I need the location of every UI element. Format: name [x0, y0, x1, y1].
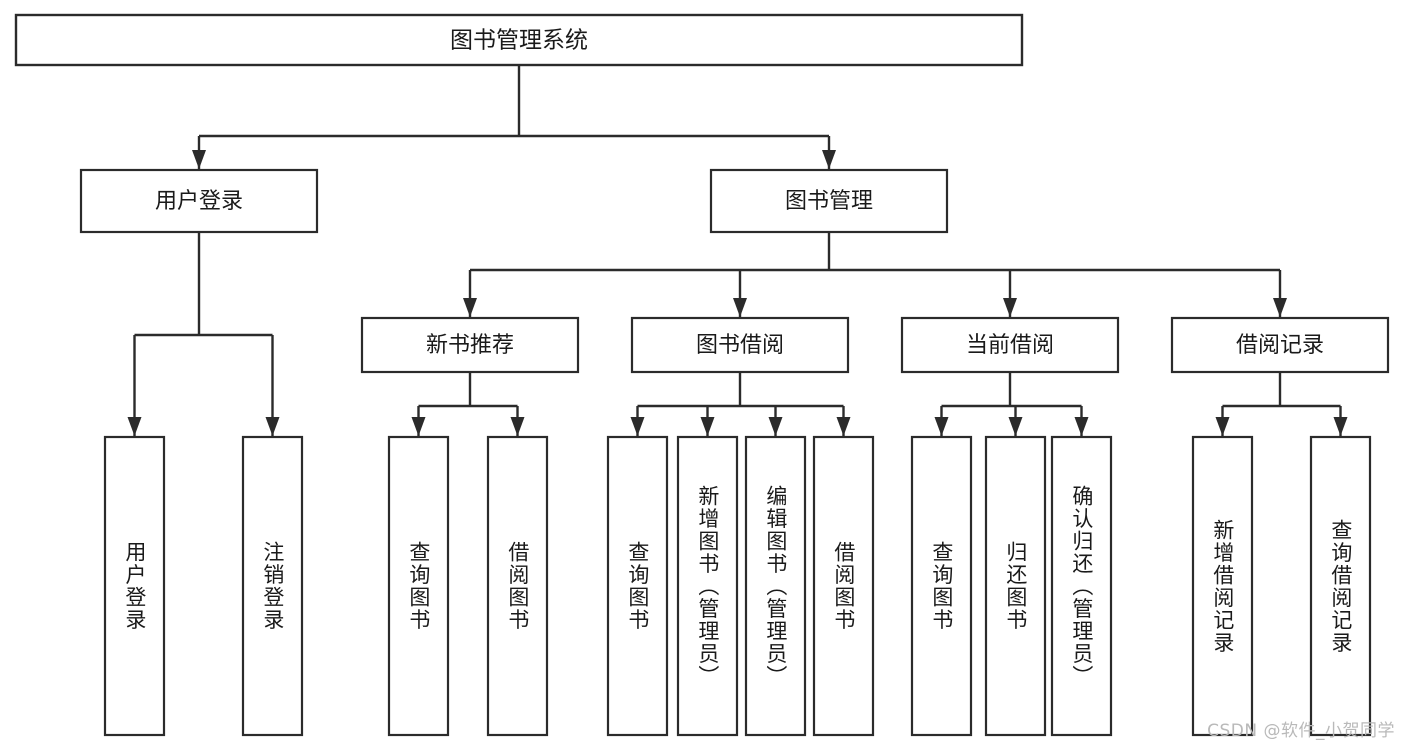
arrow-icon-root-0: [192, 150, 206, 169]
arrow-icon-book-mgmt-2: [1003, 298, 1017, 317]
arrow-icon-l3-1-3: [836, 417, 851, 436]
arrow-icon-l3-2-0: [934, 417, 949, 436]
level3-node-图书借阅[interactable]: [630, 316, 850, 374]
leaf-box-新增借阅记录[interactable]: [1191, 435, 1254, 737]
leaf-box-归还图书[interactable]: [984, 435, 1047, 737]
leaf-box-编辑图书管理员[interactable]: [744, 435, 807, 737]
root-node-图书管理系统[interactable]: [14, 13, 1024, 67]
leaf-box-查询图书[interactable]: [910, 435, 973, 737]
leaf-box-注销登录[interactable]: [241, 435, 304, 737]
leaf-box-借阅图书[interactable]: [812, 435, 875, 737]
level3-node-借阅记录[interactable]: [1170, 316, 1390, 374]
leaf-box-查询图书[interactable]: [606, 435, 669, 737]
level3-node-label-图书借阅: 图书借阅: [696, 333, 784, 358]
arrow-icon-l3-1-0: [630, 417, 645, 436]
arrow-icon-l3-2-1: [1008, 417, 1023, 436]
level2-node-label-图书管理: 图书管理: [785, 189, 873, 214]
level2-node-图书管理[interactable]: [709, 168, 949, 234]
arrow-icon-l3-0-1: [510, 417, 525, 436]
level2-node-label-用户登录: 用户登录: [155, 189, 243, 214]
arrow-icon-book-mgmt-0: [463, 298, 477, 317]
arrow-icon-root-1: [822, 150, 836, 169]
leaf-box-确认归还管理员[interactable]: [1050, 435, 1113, 737]
level2-node-用户登录[interactable]: [79, 168, 319, 234]
level3-node-label-当前借阅: 当前借阅: [966, 333, 1054, 358]
arrow-icon-l3-1-1: [700, 417, 715, 436]
arrow-icon-l3-3-1: [1333, 417, 1348, 436]
root-node-label-图书管理系统: 图书管理系统: [450, 28, 588, 54]
leaf-box-用户登录[interactable]: [103, 435, 166, 737]
leaf-box-查询借阅记录[interactable]: [1309, 435, 1372, 737]
leaf-box-借阅图书[interactable]: [486, 435, 549, 737]
leaf-box-查询图书[interactable]: [387, 435, 450, 737]
level3-node-label-新书推荐: 新书推荐: [426, 333, 514, 358]
arrow-icon-l3-0-0: [411, 417, 426, 436]
arrow-icon-l3-2-2: [1074, 417, 1089, 436]
level3-node-新书推荐[interactable]: [360, 316, 580, 374]
arrow-icon-book-mgmt-1: [733, 298, 747, 317]
connector-layer: [127, 65, 1348, 436]
level3-node-label-借阅记录: 借阅记录: [1236, 333, 1324, 358]
level3-node-当前借阅[interactable]: [900, 316, 1120, 374]
csdn-watermark: CSDN @软件_小贺同学: [1207, 721, 1395, 741]
leaf-box-新增图书管理员[interactable]: [676, 435, 739, 737]
node-box-layer: [14, 13, 1390, 737]
arrow-icon-user-login-0: [127, 417, 142, 436]
arrow-icon-user-login-1: [265, 417, 280, 436]
arrow-icon-book-mgmt-3: [1273, 298, 1287, 317]
arrow-icon-l3-3-0: [1215, 417, 1230, 436]
arrow-icon-l3-1-2: [768, 417, 783, 436]
